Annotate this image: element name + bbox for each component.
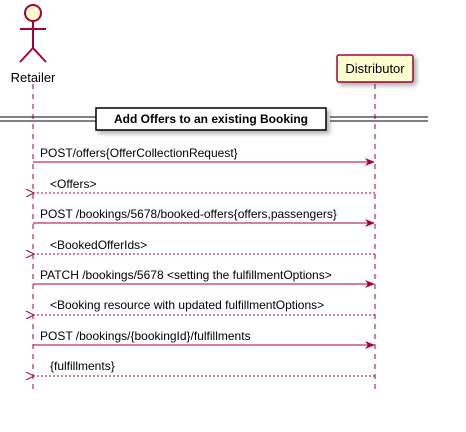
- message-1-label: POST/offers{OfferCollectionRequest}: [40, 146, 238, 160]
- message-5: PATCH /bookings/5678 <setting the fulfil…: [33, 268, 375, 288]
- retailer-actor-label: Retailer: [11, 70, 56, 85]
- distributor-participant-label: Distributor: [345, 61, 405, 76]
- message-5-label: PATCH /bookings/5678 <setting the fulfil…: [40, 268, 332, 282]
- message-3: POST /bookings/5678/booked-offers{offers…: [33, 207, 375, 227]
- message-8-label: {fulfillments}: [50, 359, 115, 373]
- message-2: <Offers>: [34, 177, 375, 193]
- divider-label: Add Offers to an existing Booking: [114, 112, 308, 126]
- message-1: POST/offers{OfferCollectionRequest}: [33, 146, 375, 166]
- message-3-label: POST /bookings/5678/booked-offers{offers…: [40, 207, 337, 221]
- divider: Add Offers to an existing Booking: [0, 107, 428, 131]
- message-6: <Booking resource with updated fulfillme…: [34, 298, 375, 315]
- message-7: POST /bookings/{bookingId}/fulfillments: [33, 329, 375, 349]
- message-6-label: <Booking resource with updated fulfillme…: [50, 298, 324, 312]
- message-7-label: POST /bookings/{bookingId}/fulfillments: [40, 329, 251, 343]
- message-8: {fulfillments}: [34, 359, 375, 376]
- message-4: <BookedOfferIds>: [34, 238, 375, 254]
- retailer-actor-icon: [19, 4, 47, 63]
- distributor-participant: Distributor: [336, 54, 414, 83]
- message-4-label: <BookedOfferIds>: [50, 238, 147, 252]
- message-2-label: <Offers>: [50, 177, 96, 191]
